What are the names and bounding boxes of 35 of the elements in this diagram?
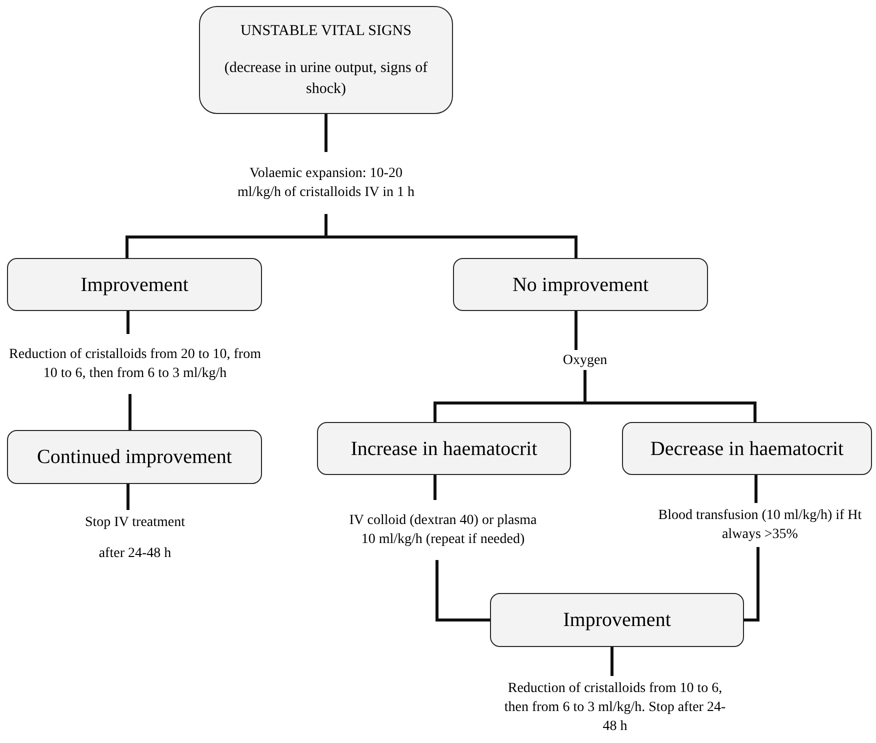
box-title: Improvement — [563, 608, 671, 632]
box-note: (decrease in urine output, signs of shock) — [223, 58, 429, 98]
connector-line — [324, 214, 578, 258]
connector-line — [574, 311, 578, 350]
step-text: Oxygen — [562, 352, 608, 370]
rounded-box — [490, 593, 744, 647]
connector-line — [436, 560, 490, 622]
box-title: Continued improvement — [37, 445, 232, 469]
step-text: after 24-48 h — [98, 545, 172, 563]
step-text: IV colloid (dextran 40) or plasma 10 ml/kg/h (repeat if needed) — [348, 512, 538, 549]
step-text: Reduction of cristalloids from 20 to 10, from 10 to 6, then from 6 to 3 ml/kg/h — [8, 346, 262, 383]
connector-line — [610, 647, 614, 676]
connector-line — [434, 475, 436, 500]
rounded-box — [622, 422, 872, 475]
step-text: Reduction of cristalloids from 10 to 6, then from 6 to 3 ml/kg/h. Stop after 24-48 h — [503, 680, 727, 736]
step-text: Blood transfusion (10 ml/kg/h) if Ht always >35% — [657, 507, 863, 544]
rounded-box — [453, 258, 708, 311]
connector-line — [584, 370, 756, 422]
connector-line — [744, 547, 760, 622]
box-title: No improvement — [512, 272, 649, 296]
rounded-box — [7, 258, 262, 311]
rounded-box — [199, 6, 453, 114]
rounded-box — [317, 422, 571, 475]
connector-line — [754, 475, 758, 503]
connector-line — [126, 484, 130, 510]
box-title: Decrease in haematocrit — [650, 436, 844, 460]
connector-line — [126, 311, 130, 334]
step-text: Stop IV treatment — [84, 514, 186, 532]
rounded-box — [7, 430, 262, 484]
step-text: Volaemic expansion: 10-20 ml/kg/h of cristalloids IV in 1 h — [236, 165, 416, 202]
box-title: UNSTABLE VITAL SIGNS — [240, 22, 412, 40]
box-title: Increase in haematocrit — [350, 436, 538, 460]
connector-line — [128, 394, 132, 430]
connector-line — [324, 114, 328, 152]
box-title: Improvement — [80, 272, 188, 296]
